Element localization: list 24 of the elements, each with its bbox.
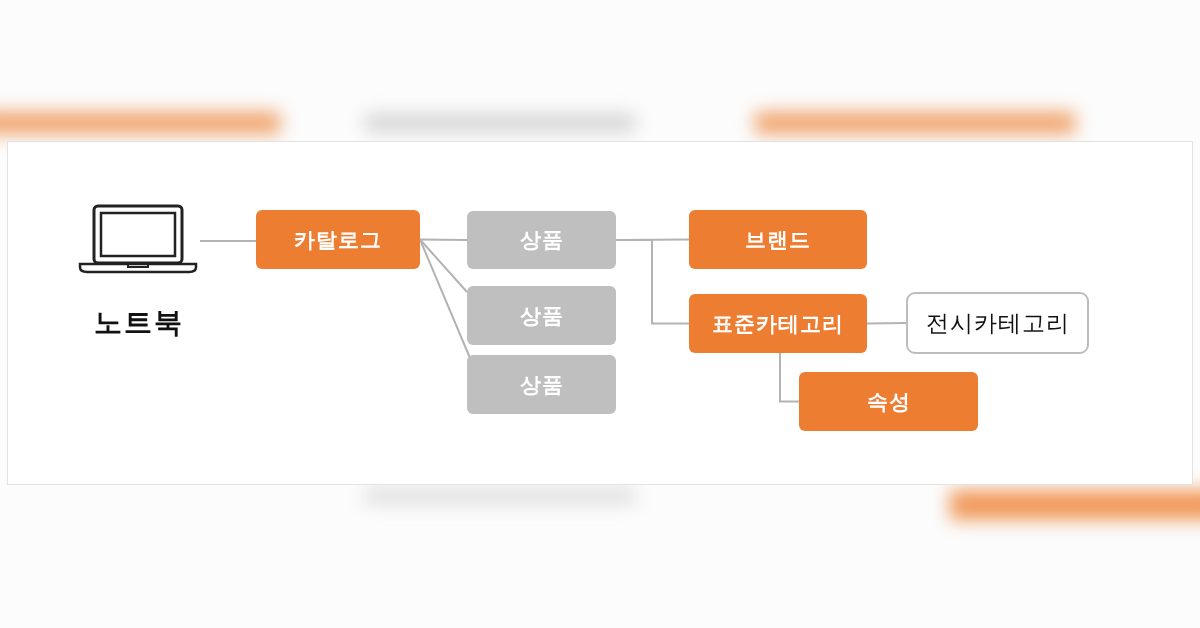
connector-line (419, 238, 468, 293)
laptop-icon (78, 204, 198, 276)
connector-line (199, 240, 257, 242)
node-label: 속성 (866, 388, 911, 416)
connector-line (866, 322, 907, 325)
entity-box (799, 372, 978, 431)
entity-box (689, 210, 867, 269)
product-box (467, 211, 616, 269)
connector-line (779, 352, 800, 403)
entity-box (689, 294, 867, 353)
product-box (467, 286, 616, 345)
entity-box (256, 210, 420, 269)
category-box (906, 292, 1089, 354)
product-box (467, 355, 616, 414)
node-label: 표준카테고리 (712, 310, 844, 338)
node-label: 카탈로그 (294, 226, 382, 254)
node-label: 상품 (519, 227, 564, 254)
connector-line (615, 239, 690, 325)
device-caption: 노트북 (94, 305, 184, 341)
node-label: 상품 (519, 302, 564, 330)
node-label: 전시카테고리 (925, 308, 1070, 338)
node-label: 상품 (519, 371, 564, 399)
connector-line (419, 238, 468, 241)
node-label: 브랜드 (745, 226, 811, 254)
